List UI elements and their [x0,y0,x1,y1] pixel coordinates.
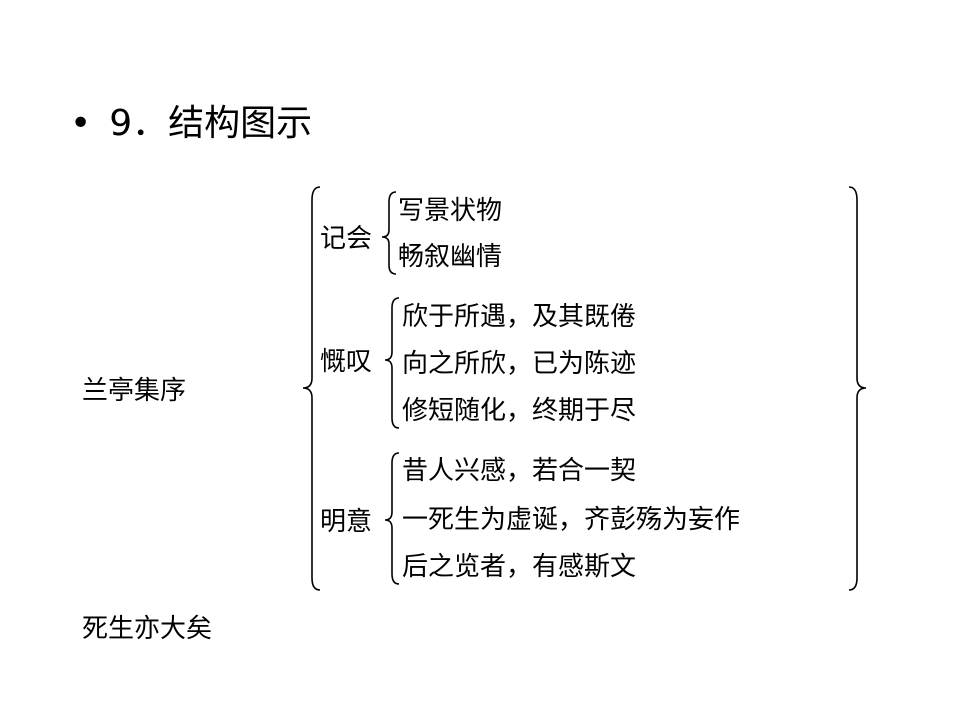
section3-line: 昔人兴感，若合一契 [402,456,637,486]
title-text: 9．结构图示 [109,103,313,144]
slide-title: • 9．结构图示 [70,98,312,150]
section3-brace [384,452,400,585]
section2-brace [384,297,400,429]
footer-text: 死生亦大矣 [82,614,213,644]
section-label-mingyi: 明意 [320,507,373,537]
outer-left-brace [302,186,321,591]
section2-line: 欣于所遇，及其既倦 [402,302,637,332]
section3-line: 一死生为虚诞，齐彭殇为妄作 [402,505,741,535]
bullet-icon: • [70,103,92,144]
section1-brace [381,191,397,275]
section-label-kaitan: 慨叹 [320,347,373,377]
section1-line: 畅叙幽情 [398,242,503,272]
outer-right-brace [848,186,867,591]
section-label-jihui: 记会 [320,224,373,254]
section1-line: 写景状物 [398,196,503,226]
root-label: 兰亭集序 [82,376,187,406]
section2-line: 向之所欣，已为陈迹 [402,349,637,379]
section2-line: 修短随化，终期于尽 [402,396,637,426]
section3-line: 后之览者，有感斯文 [402,552,637,582]
